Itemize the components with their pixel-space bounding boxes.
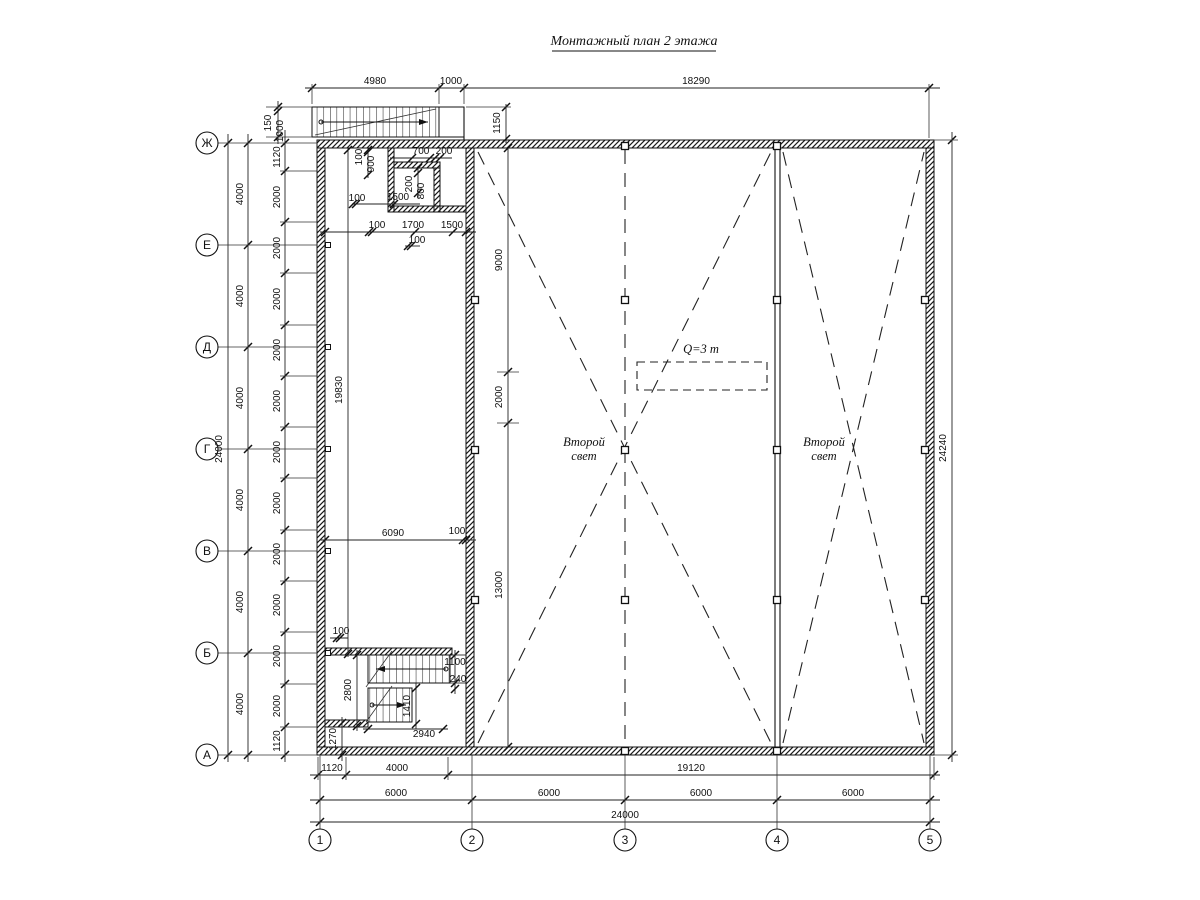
dim-label: 100	[354, 148, 365, 165]
second-light-label: Второй	[803, 435, 846, 449]
dim-label: 2940	[413, 729, 436, 740]
dim-label: 200	[436, 146, 453, 157]
axis-row-label: Д	[203, 340, 211, 354]
dim-label: 2000	[272, 185, 283, 208]
page-title: Монтажный план 2 этажа	[550, 34, 718, 49]
second-light-label: свет	[811, 449, 836, 463]
dim-label: 2000	[272, 694, 283, 717]
dim-label: 6000	[538, 788, 561, 799]
annotations: Второй свет Второй свет Q=3 т	[563, 342, 846, 463]
dim-label: 6000	[690, 788, 713, 799]
dim-label: 6000	[842, 788, 865, 799]
dim-label: 2000	[272, 593, 283, 616]
dim-label: 100	[349, 193, 366, 204]
dim-label: 100	[369, 220, 386, 231]
dim-label: 2000	[272, 491, 283, 514]
dim-label: 1500	[441, 220, 464, 231]
dim-label: 6000	[385, 788, 408, 799]
dim-label: 2000	[272, 236, 283, 259]
bottom-stairs	[365, 650, 467, 723]
axis-row-label: Ж	[201, 136, 212, 150]
dim-label: 2000	[272, 389, 283, 412]
dim-label: 19830	[334, 376, 345, 404]
axis-col-label: 5	[927, 833, 934, 847]
dim-label: 150	[263, 114, 274, 131]
axis-row-label: В	[203, 544, 211, 558]
axis-col-label: 4	[774, 833, 781, 847]
dim-label: 1100	[444, 657, 466, 668]
second-light-label: свет	[571, 449, 596, 463]
dim-label: 18290	[682, 76, 710, 87]
dim-label: 4000	[235, 488, 246, 511]
dim-label: 6090	[382, 528, 405, 539]
dim-label: 24240	[938, 434, 949, 462]
dim-label: 1120	[272, 146, 283, 168]
dim-label: 1700	[402, 220, 425, 231]
dim-label: 1500	[387, 192, 410, 203]
dim-label: 700	[413, 146, 430, 157]
dim-label: 1000	[440, 76, 463, 87]
dimension-labels: 4980 1000 18290 150 1000 24000 4000 4000…	[214, 76, 949, 821]
top-stair	[311, 106, 465, 140]
dim-label: 2000	[494, 385, 505, 408]
dim-label: 1270	[328, 727, 339, 750]
dim-label: 100	[333, 626, 350, 637]
dim-label: 1150	[492, 112, 503, 134]
dim-label: 2000	[272, 644, 283, 667]
dim-label: 240	[450, 674, 467, 685]
dim-label: 200	[404, 175, 415, 192]
axis-col-label: 1	[317, 833, 324, 847]
dim-label: 1410	[402, 694, 413, 717]
crane-capacity-label: Q=3 т	[683, 342, 719, 356]
axis-row-label: Г	[204, 442, 211, 456]
dim-label: 2000	[272, 440, 283, 463]
dim-label: 4000	[235, 182, 246, 205]
dim-label: 2000	[272, 338, 283, 361]
dimension-lines	[218, 83, 958, 829]
dim-label: 900	[366, 155, 377, 172]
dim-label: 4000	[235, 692, 246, 715]
dim-label: 2000	[272, 287, 283, 310]
dim-label: 4000	[235, 590, 246, 613]
dim-label: 13000	[494, 571, 505, 599]
dim-label: 24000	[214, 435, 225, 463]
crane-outline	[636, 361, 768, 391]
axis-row-label: Е	[203, 238, 211, 252]
dim-label: 9000	[494, 248, 505, 271]
axis-row-label: А	[203, 748, 211, 762]
dim-label: 4980	[364, 76, 387, 87]
dim-label: 2000	[272, 542, 283, 565]
dim-label: 1000	[275, 119, 286, 142]
dim-label: 100	[409, 235, 426, 246]
cross-bracing	[477, 151, 925, 744]
dim-label: 2800	[343, 678, 354, 701]
dim-label: 4000	[235, 284, 246, 307]
axis-col-label: 2	[469, 833, 476, 847]
dim-label: 100	[449, 526, 466, 537]
dim-label: 19120	[677, 763, 705, 774]
dim-label: 1120	[321, 763, 343, 774]
dim-label: 4000	[386, 763, 409, 774]
grid-lines	[624, 148, 781, 747]
dim-label: 800	[416, 182, 427, 199]
dim-label: 1120	[272, 730, 283, 752]
dim-label: 4000	[235, 386, 246, 409]
axis-markers: Ж Е Д Г В Б А 1 2 3 4 5	[195, 131, 942, 852]
axis-row-label: Б	[203, 646, 211, 660]
axis-col-label: 3	[622, 833, 629, 847]
dim-label: 24000	[611, 810, 639, 821]
second-light-label: Второй	[563, 435, 606, 449]
